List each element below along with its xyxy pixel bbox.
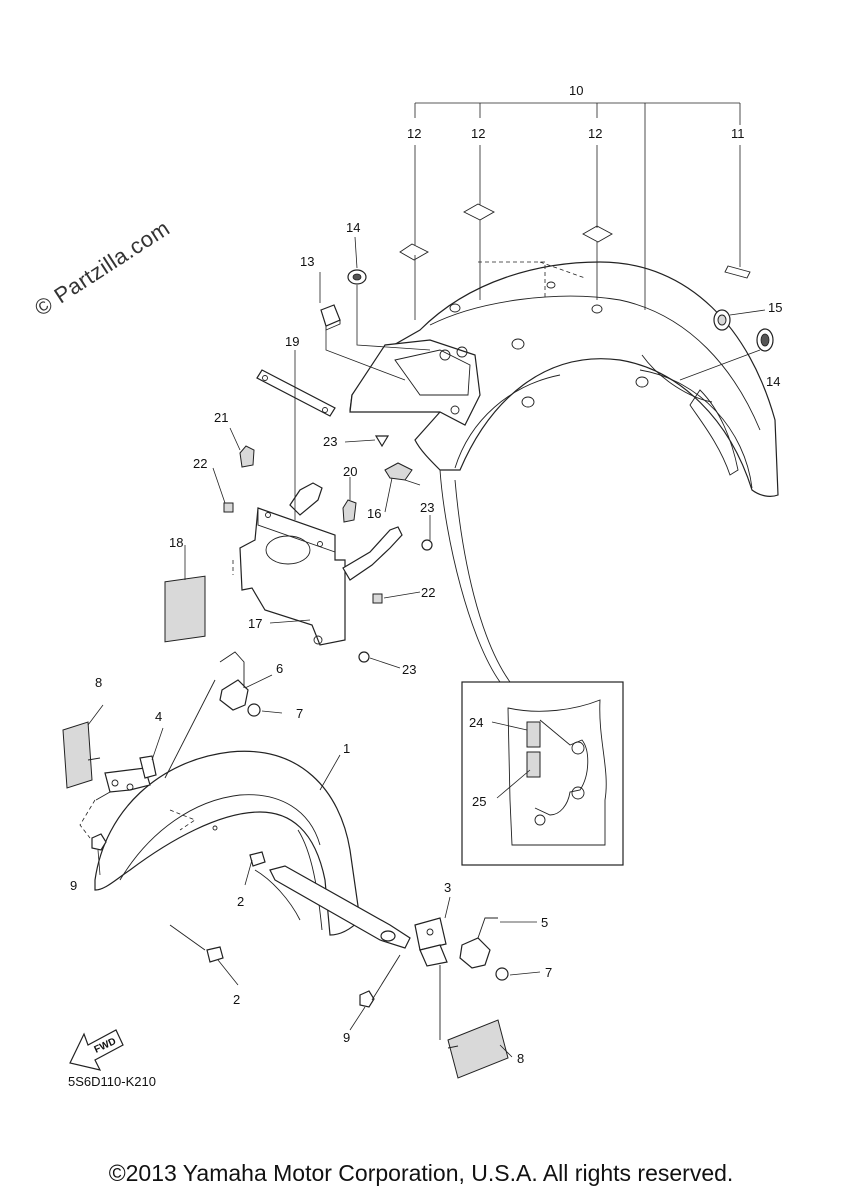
callout-15: 15 [768, 300, 782, 315]
callout-18: 18 [169, 535, 183, 550]
callout-7: 7 [296, 706, 303, 721]
cushions [223, 445, 413, 604]
rear-fender [349, 261, 779, 497]
callout-13: 13 [300, 254, 314, 269]
connector [320, 304, 341, 331]
grommets [347, 269, 774, 352]
screws [358, 435, 433, 663]
callout-19: 19 [285, 334, 299, 349]
callout-12: 12 [407, 126, 421, 141]
callout-10: 10 [569, 83, 583, 98]
callout-9: 9 [70, 878, 77, 893]
detail-inset [439, 469, 624, 866]
callout-23: 23 [420, 500, 434, 515]
callout-9: 9 [343, 1030, 350, 1045]
front-fender [94, 750, 411, 949]
reflectors [62, 721, 509, 1079]
callout-21: 21 [214, 410, 228, 425]
callout-22: 22 [193, 456, 207, 471]
callout-8: 8 [95, 675, 102, 690]
license-plate [164, 575, 206, 643]
callout-4: 4 [155, 709, 162, 724]
callout-8: 8 [517, 1051, 524, 1066]
callout-6: 6 [276, 661, 283, 676]
clips [219, 651, 498, 969]
reflector-brackets [104, 755, 448, 967]
callout-5: 5 [541, 915, 548, 930]
hardware [91, 703, 509, 1008]
bracket-strip [256, 369, 336, 417]
leader-lines-upper [184, 102, 766, 669]
callout-14: 14 [766, 374, 780, 389]
copyright-notice: ©2013 Yamaha Motor Corporation, U.S.A. A… [108, 1160, 734, 1186]
callout-12: 12 [588, 126, 602, 141]
callout-7: 7 [545, 965, 552, 980]
callout-11: 11 [731, 126, 745, 141]
callout-14: 14 [346, 220, 360, 235]
leader-lines-lower [79, 674, 541, 1058]
callout-17: 17 [248, 616, 262, 631]
callout-3: 3 [444, 880, 451, 895]
callout-22: 22 [421, 585, 435, 600]
fwd-arrow-icon: FWD [69, 1029, 124, 1071]
callout-23: 23 [402, 662, 416, 677]
callouts: 10 12 12 12 11 14 13 15 14 19 21 23 22 2… [70, 83, 782, 1066]
callout-23: 23 [323, 434, 337, 449]
drawing-code: 5S6D110-K210 [68, 1074, 156, 1089]
callout-2: 2 [233, 992, 240, 1007]
callout-2: 2 [237, 894, 244, 909]
callout-24: 24 [469, 715, 483, 730]
label-stickers [399, 203, 751, 279]
callout-16: 16 [367, 506, 381, 521]
callout-1: 1 [343, 741, 350, 756]
callout-20: 20 [343, 464, 357, 479]
callout-25: 25 [472, 794, 486, 809]
callout-12: 12 [471, 126, 485, 141]
license-bracket [239, 482, 403, 646]
